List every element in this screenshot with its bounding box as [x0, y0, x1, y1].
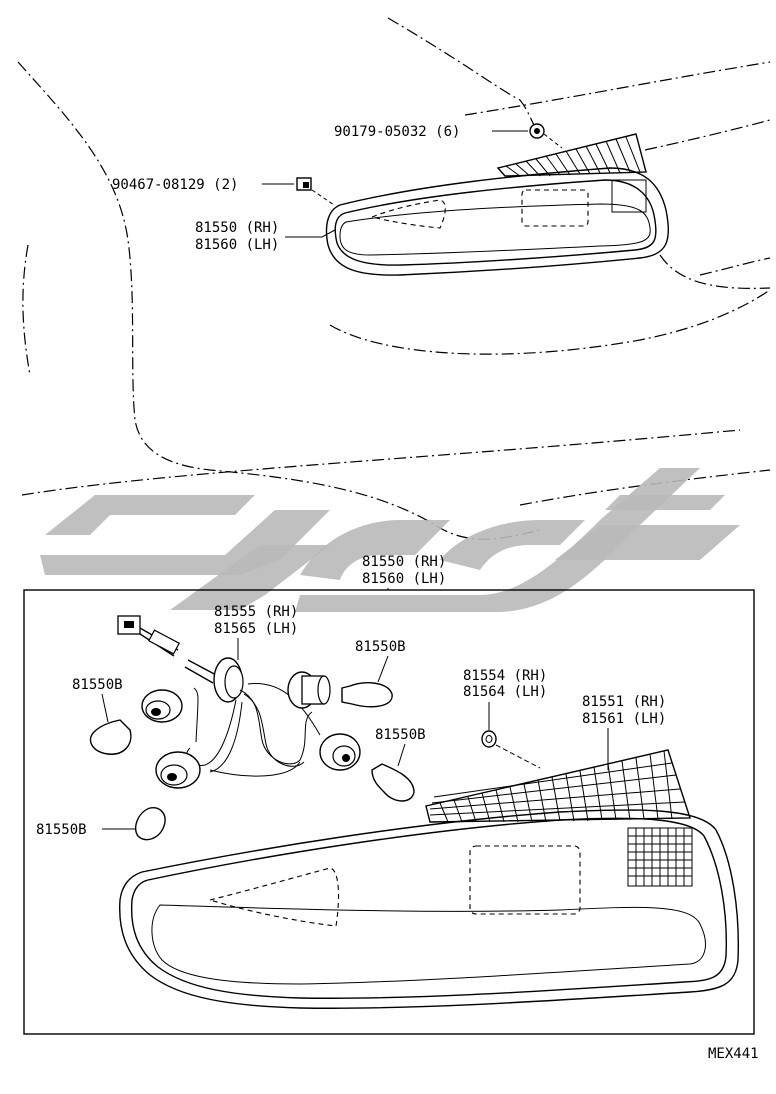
label-socket-lh: 81565 (LH) — [214, 621, 298, 637]
clip-icon — [296, 177, 335, 206]
label-gasket-rh: 81554 (RH) — [463, 668, 547, 684]
label-bulb-top: 81550B — [355, 639, 406, 655]
label-bulb-left: 81550B — [72, 677, 123, 693]
label-assy-lh: 81560 (LH) — [362, 571, 446, 587]
bulb-icon-mid — [371, 763, 415, 802]
label-assy-rh: 81550 (RH) — [362, 554, 446, 570]
label-lamp-top-rh: 81550 (RH) — [195, 220, 279, 236]
label-lens-rh: 81551 (RH) — [582, 694, 666, 710]
watermark-logo — [40, 468, 740, 612]
tail-lamp-small — [325, 133, 670, 276]
leader-bulb-left — [101, 693, 109, 723]
label-nut: 90179-05032 (6) — [334, 124, 460, 140]
vehicle-body-outline — [17, 17, 771, 540]
label-lens-lh: 81561 (LH) — [582, 711, 666, 727]
bulb-socket-left — [141, 689, 183, 723]
gasket-icon — [481, 730, 541, 769]
leader-bulb-top — [377, 655, 389, 683]
label-gasket-lh: 81564 (LH) — [463, 684, 547, 700]
leader-bulb-mid — [397, 743, 406, 767]
bulb-icon-low — [134, 807, 166, 841]
diagram-code: MEX441 — [708, 1046, 759, 1062]
leader-lamp-top — [285, 229, 336, 238]
nut-icon — [529, 123, 563, 149]
label-clip: 90467-08129 (2) — [112, 177, 238, 193]
bulb-socket-upper — [287, 671, 331, 709]
label-bulb-mid: 81550B — [375, 727, 426, 743]
bulb-socket-center — [155, 751, 201, 789]
bulb-socket-right — [319, 733, 361, 771]
tail-lamp-large — [119, 749, 739, 1009]
assembly-frame — [23, 589, 755, 1035]
label-lamp-top-lh: 81560 (LH) — [195, 237, 279, 253]
bulb-icon-top — [341, 682, 393, 708]
bulb-icon-left — [89, 719, 132, 755]
label-socket-rh: 81555 (RH) — [214, 604, 298, 620]
label-bulb-low: 81550B — [36, 822, 87, 838]
lens-grid — [627, 827, 693, 887]
